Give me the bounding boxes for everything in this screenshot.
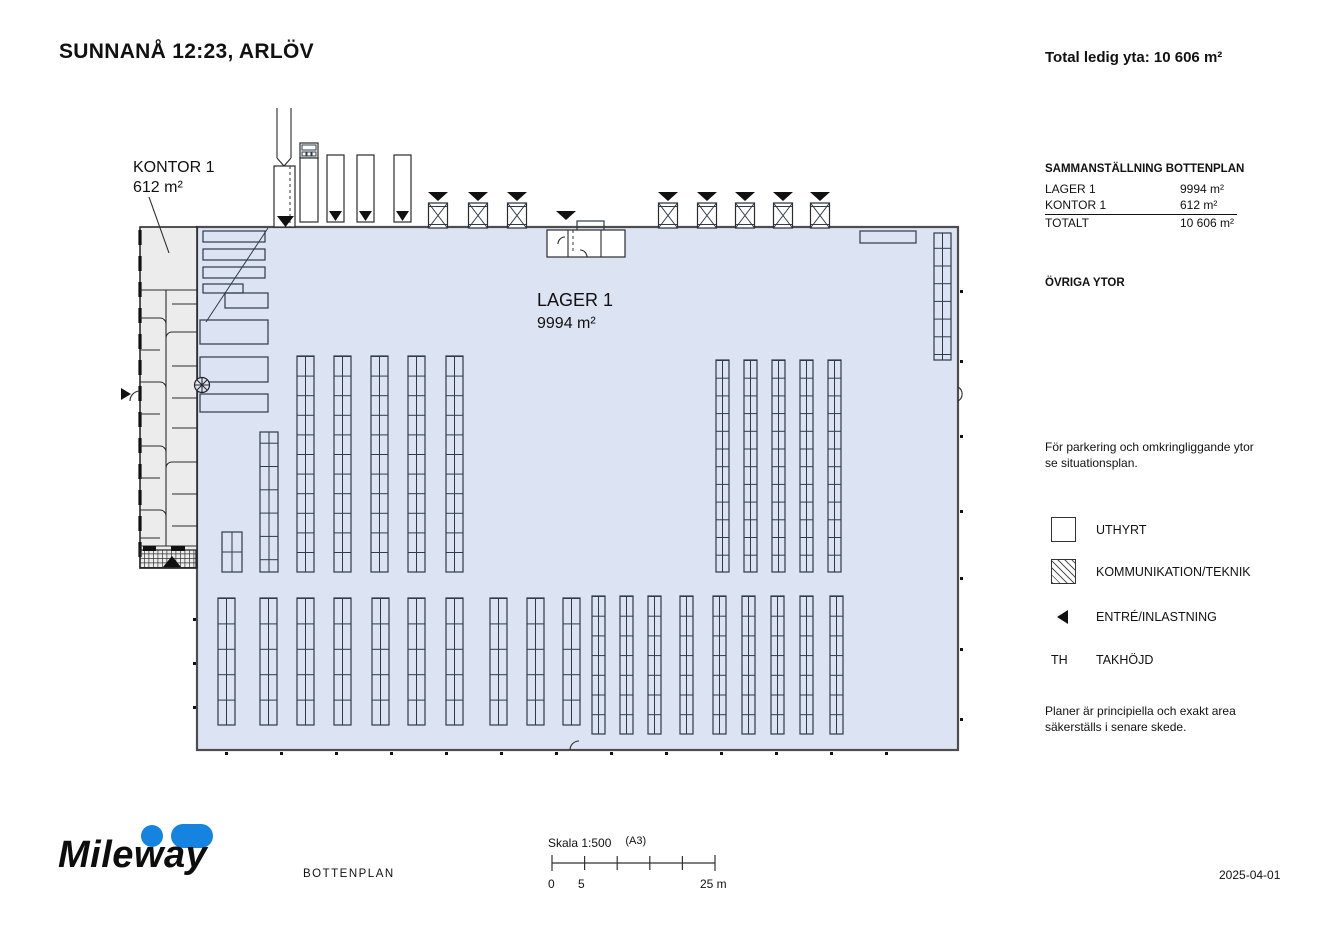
- page-title: SUNNANÅ 12:23, ARLÖV: [59, 40, 314, 63]
- kontor-leader-line: [148, 196, 170, 254]
- mezzanine-shelves: [193, 227, 269, 413]
- paper-size: (A3): [625, 835, 647, 847]
- entry-down-triangle-icon: [556, 211, 576, 220]
- drawing-date: 2025-04-01: [1219, 868, 1281, 882]
- racking-lower-band: [217, 595, 844, 751]
- scale-tick-5: 5: [578, 877, 585, 891]
- spiral-stair-icon: [193, 376, 211, 394]
- scale-bar: Skala 1:500 (A3) 0 5 25 m: [548, 835, 738, 891]
- kontor-label: KONTOR 1: [133, 159, 215, 176]
- office-kontor-1: [138, 226, 198, 569]
- summary-heading: SAMMANSTÄLLNING BOTTENPLAN: [1045, 163, 1245, 175]
- legend-item-entre: ENTRÉ/INLASTNING: [1051, 610, 1217, 624]
- loading-docks: [427, 191, 831, 229]
- total-vacant-area: Total ledig yta: 10 606 m²: [1045, 49, 1223, 66]
- table-row: TOTALT 10 606 m²: [1045, 216, 1235, 230]
- west-entrance: [121, 388, 141, 402]
- plan-labels: KONTOR 1 612 m² LAGER 1 9994 m²: [133, 159, 613, 332]
- logo-dot-icon: [141, 825, 163, 847]
- logo-wordmark: Mileway: [58, 834, 208, 876]
- scale-bar-graphic: [551, 855, 716, 871]
- th-abbrev: TH: [1051, 653, 1068, 667]
- column-ticks: [193, 290, 963, 755]
- entry-right-triangle-icon: [121, 388, 131, 400]
- north-entrance-structure: [546, 211, 626, 258]
- uthyrt-square-icon: [1051, 517, 1076, 542]
- logo-pill-icon: [171, 824, 213, 848]
- scale-tick-25: 25 m: [700, 877, 727, 891]
- lager-area: 9994 m²: [537, 315, 596, 332]
- table-row: KONTOR 1 612 m²: [1045, 197, 1237, 215]
- mileway-logo: Mileway: [58, 818, 228, 880]
- disclaimer-note: Planer är principiella och exakt area sä…: [1045, 704, 1236, 734]
- legend-item-kommunikation: KOMMUNIKATION/TEKNIK: [1051, 559, 1251, 584]
- wall-racks: [859, 230, 963, 402]
- scale-label: Skala 1:500: [548, 836, 612, 850]
- parking-note: För parkering och omkringliggande ytor s…: [1045, 440, 1254, 470]
- comm-teknik-hatch-area: [139, 546, 197, 569]
- entry-arrow-icon: [1057, 610, 1068, 624]
- drawing-name: BOTTENPLAN: [303, 868, 395, 880]
- truck-bays: [273, 108, 412, 228]
- floor-plan-drawing: KONTOR 1 612 m² LAGER 1 9994 m²: [121, 108, 963, 755]
- hatched-square-icon: [1051, 559, 1076, 584]
- legend-item-uthyrt: UTHYRT: [1051, 517, 1146, 542]
- scale-tick-0: 0: [548, 877, 555, 891]
- lager-label: LAGER 1: [537, 290, 613, 310]
- entry-up-triangle-icon: [163, 556, 181, 567]
- other-areas-heading: ÖVRIGA YTOR: [1045, 277, 1125, 289]
- racking-upper-band: [221, 355, 842, 573]
- summary-table: LAGER 1 9994 m² KONTOR 1 612 m² TOTALT 1…: [1045, 181, 1237, 231]
- legend-item-takhojd: TH TAKHÖJD: [1051, 653, 1154, 667]
- table-row: LAGER 1 9994 m²: [1045, 182, 1225, 196]
- kontor-area: 612 m²: [133, 179, 183, 196]
